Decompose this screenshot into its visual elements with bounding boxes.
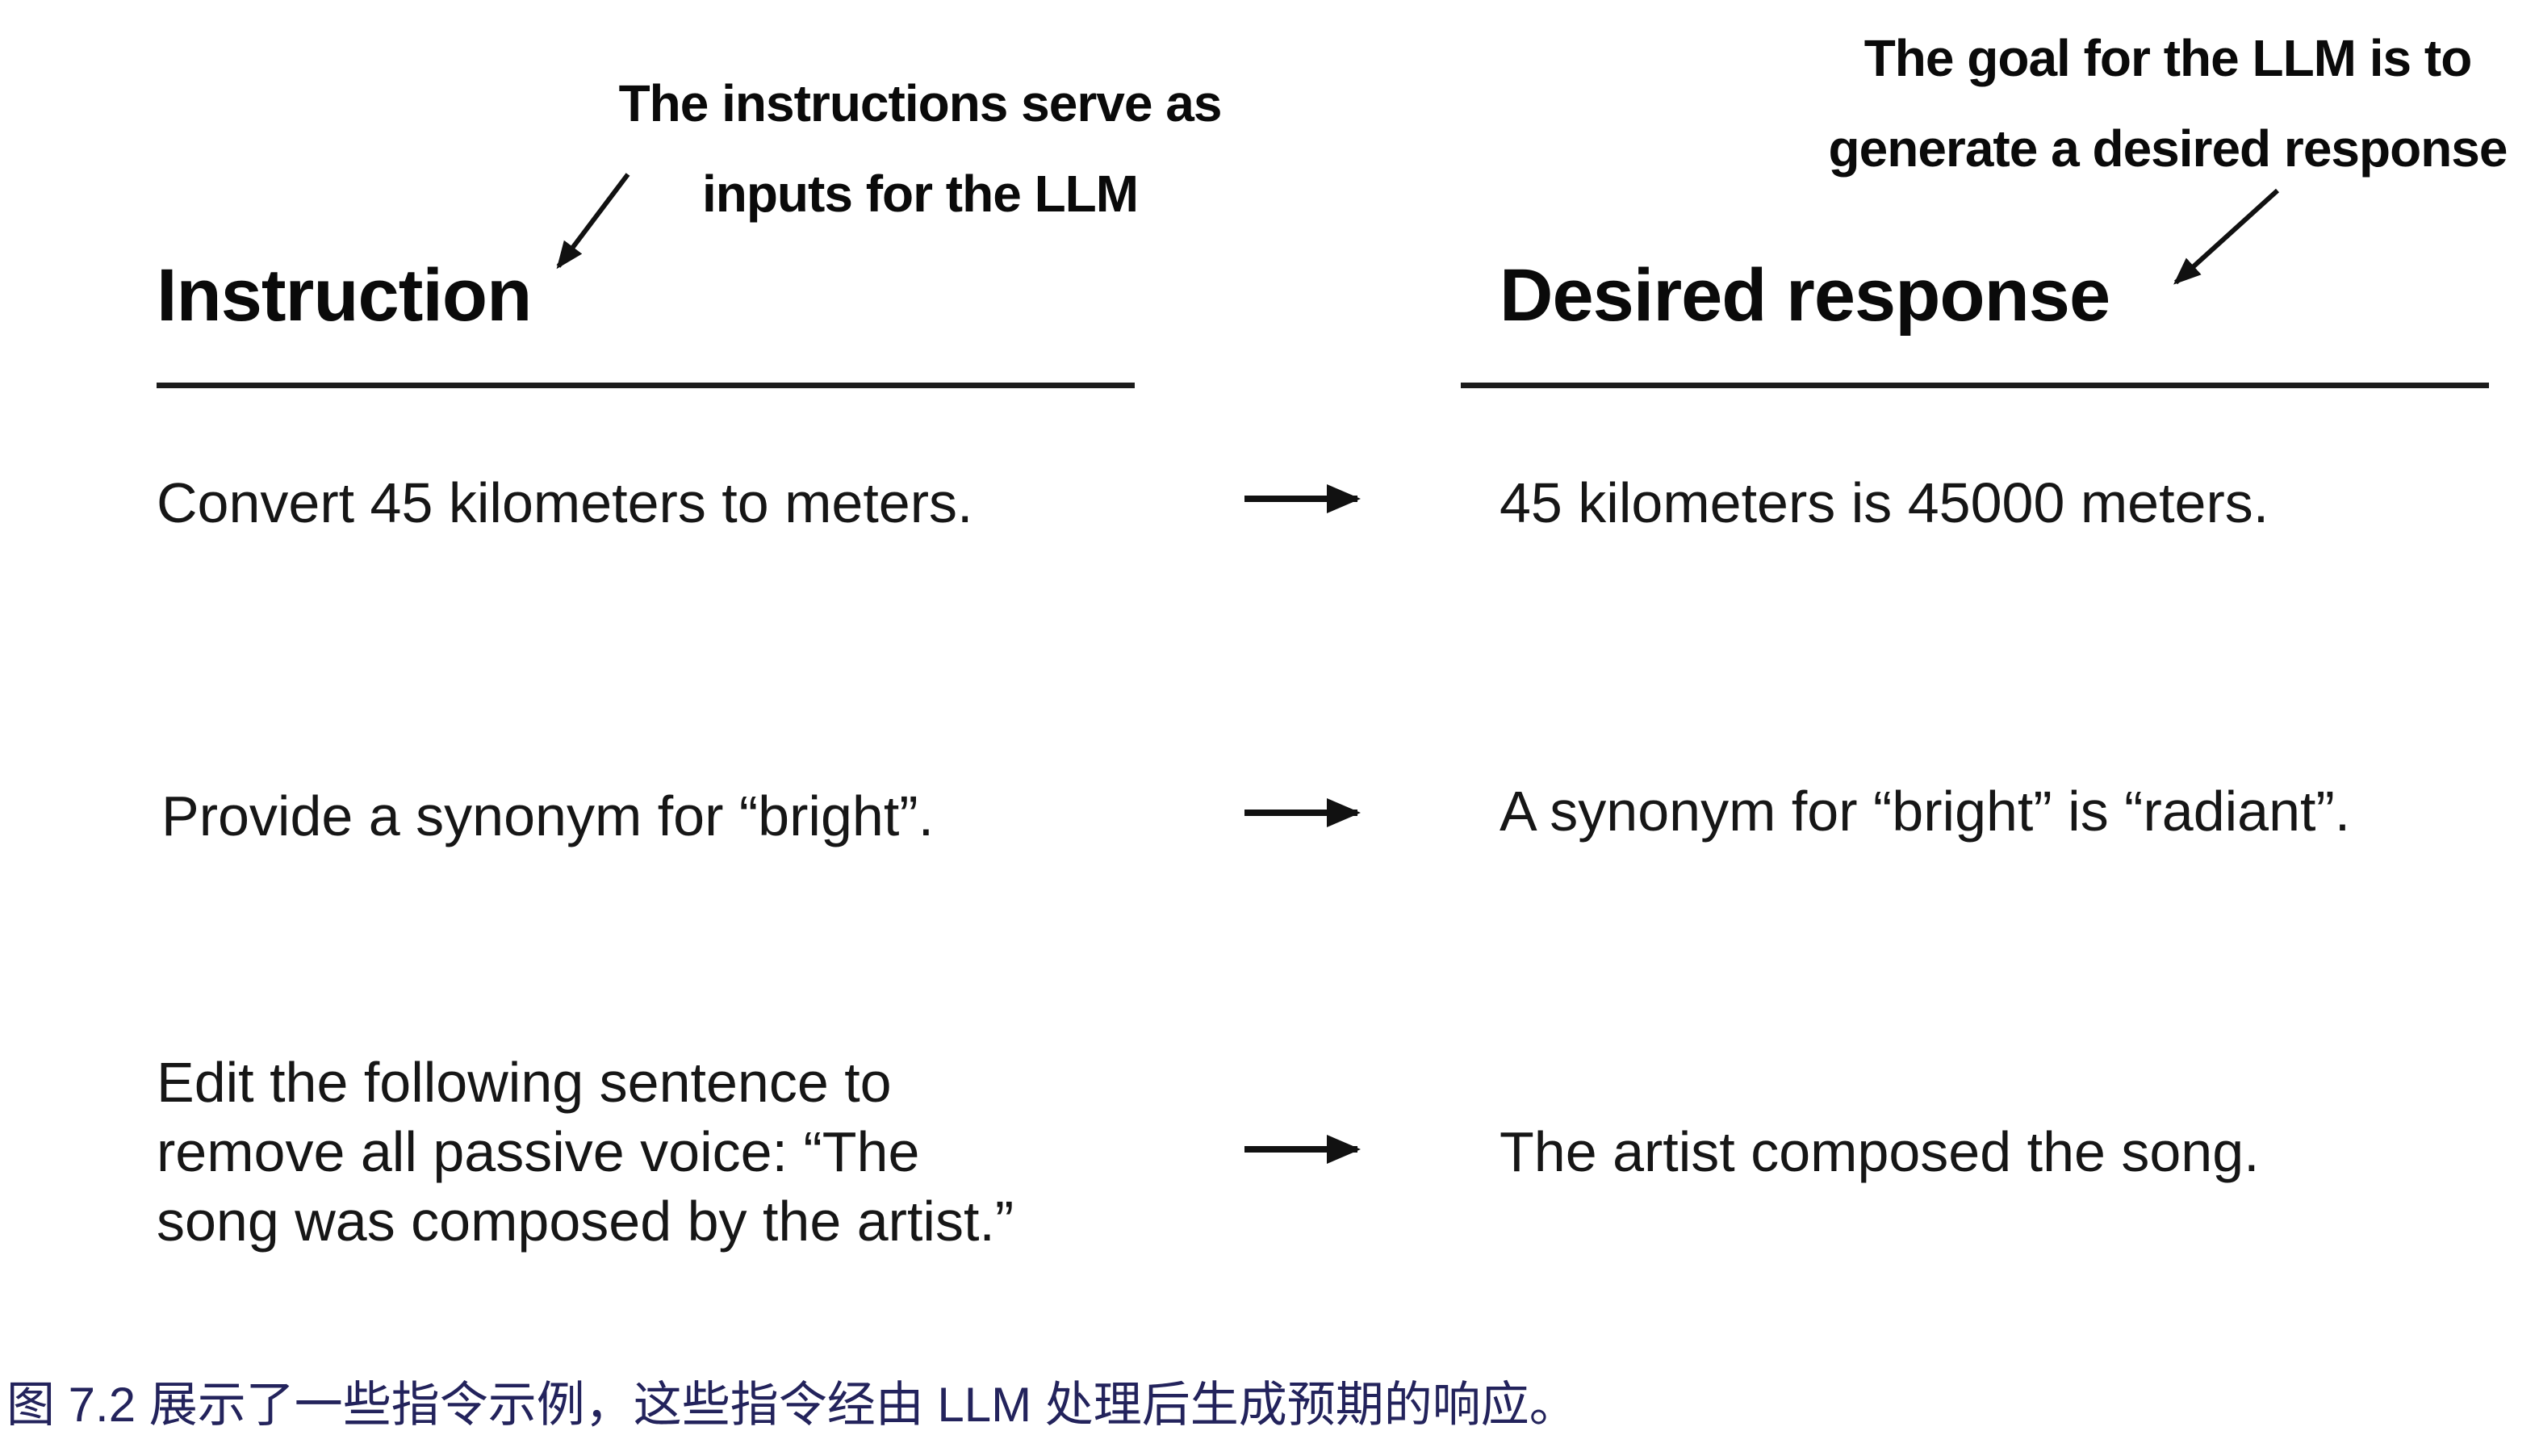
annotation-right-line-2: generate a desired response xyxy=(1828,119,2508,178)
annotation-left-line-1: The instructions serve as xyxy=(618,74,1223,132)
instruction-header-rule xyxy=(157,383,1135,388)
response-row-1-line-1: 45 kilometers is 45000 meters. xyxy=(1500,471,2269,534)
response-cell-row-3: The artist composed the song. xyxy=(1500,1117,2260,1186)
instruction-column-header: Instruction xyxy=(157,254,532,337)
instruction-cell-row-1: Convert 45 kilometers to meters. xyxy=(157,468,973,538)
response-cell-row-1: 45 kilometers is 45000 meters. xyxy=(1500,468,2269,538)
instruction-cell-row-2: Provide a synonym for “bright”. xyxy=(161,781,934,851)
annotation-goal-generate-response: The goal for the LLM is to generate a de… xyxy=(1797,13,2539,194)
desired-response-column-header: Desired response xyxy=(1500,254,2110,337)
instruction-row-3-line-3: song was composed by the artist.” xyxy=(157,1190,1014,1253)
instruction-row-3-line-2: remove all passive voice: “The xyxy=(157,1120,920,1183)
instruction-row-3-line-1: Edit the following sentence to xyxy=(157,1051,892,1114)
response-header-rule xyxy=(1461,383,2489,388)
figure-caption: 图 7.2 展示了一些指令示例，这些指令经由 LLM 处理后生成预期的响应。 xyxy=(6,1378,1578,1432)
instruction-cell-row-3: Edit the following sentence to remove al… xyxy=(157,1048,1014,1256)
annotation-left-line-2: inputs for the LLM xyxy=(701,165,1139,223)
response-cell-row-2: A synonym for “bright” is “radiant”. xyxy=(1500,776,2350,846)
annotation-right-line-1: The goal for the LLM is to xyxy=(1863,29,2473,87)
annotation-arrow-to-desired-response-icon xyxy=(2173,188,2280,285)
annotation-instructions-serve-as-inputs: The instructions serve as inputs for the… xyxy=(597,58,1243,239)
response-row-3-line-1: The artist composed the song. xyxy=(1500,1120,2260,1183)
response-row-2-line-1: A synonym for “bright” is “radiant”. xyxy=(1500,780,2351,843)
instruction-row-2-line-1: Provide a synonym for “bright”. xyxy=(161,784,935,847)
instruction-row-1-line-1: Convert 45 kilometers to meters. xyxy=(157,471,973,534)
